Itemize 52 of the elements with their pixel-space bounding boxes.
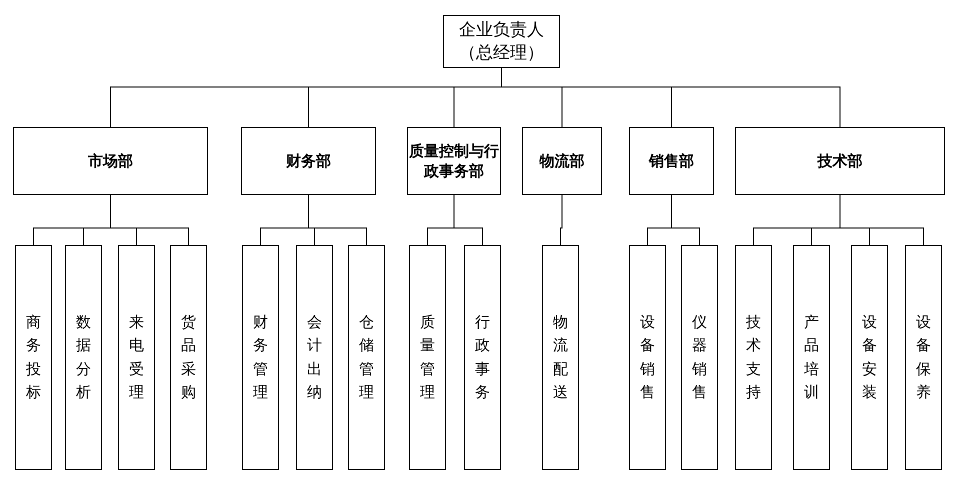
function-box (348, 245, 385, 470)
function-box (793, 245, 830, 470)
function-box (905, 245, 942, 470)
box-label: 物流部 (540, 150, 584, 172)
box-label: 质量控制与行政事务部 (408, 140, 500, 182)
box-label: 设备保养 (916, 312, 931, 403)
box-label: 企业负责人（总经理） (458, 18, 545, 64)
function-box (851, 245, 888, 470)
connector-line (454, 194, 483, 246)
function-box (15, 245, 52, 470)
box-label: 行政事务 (475, 312, 490, 403)
box-label: 会计出纳 (307, 312, 322, 403)
function-box (542, 245, 579, 470)
connector-line (110, 194, 189, 246)
department-box (407, 127, 501, 195)
box-label: 市场部 (88, 150, 133, 172)
connector-line (560, 194, 562, 246)
box-label: 产品培训 (804, 312, 819, 403)
box-label: 仓储管理 (359, 312, 374, 403)
function-box (170, 245, 207, 470)
box-label: 质量管理 (420, 312, 435, 403)
box-label: 技术支持 (746, 312, 761, 403)
department-box (522, 127, 602, 195)
box-label: 设备销售 (640, 312, 655, 403)
function-box (735, 245, 772, 470)
connector-line (308, 194, 367, 246)
box-label: 货品采购 (181, 312, 196, 403)
function-box (65, 245, 102, 470)
box-label: 商务投标 (26, 312, 41, 403)
box-label: 销售部 (649, 150, 694, 172)
manager-box (443, 15, 560, 68)
function-box (681, 245, 718, 470)
department-box (735, 127, 945, 195)
function-box (296, 245, 333, 470)
function-box (464, 245, 501, 470)
function-box (409, 245, 446, 470)
department-box (629, 127, 714, 195)
box-label: 仪器销售 (692, 312, 707, 403)
box-label: 技术部 (818, 150, 862, 172)
function-box (629, 245, 666, 470)
box-label: 财务管理 (253, 312, 268, 403)
box-label: 来电受理 (129, 312, 144, 403)
department-box (13, 127, 208, 195)
connector-line (840, 194, 924, 246)
box-label: 财务部 (286, 150, 331, 172)
department-box (241, 127, 376, 195)
connector-line (671, 194, 700, 246)
function-box (118, 245, 155, 470)
box-label: 设备安装 (862, 312, 877, 403)
box-label: 数据分析 (76, 312, 91, 403)
function-box (242, 245, 279, 470)
box-label: 物流配送 (553, 312, 568, 403)
